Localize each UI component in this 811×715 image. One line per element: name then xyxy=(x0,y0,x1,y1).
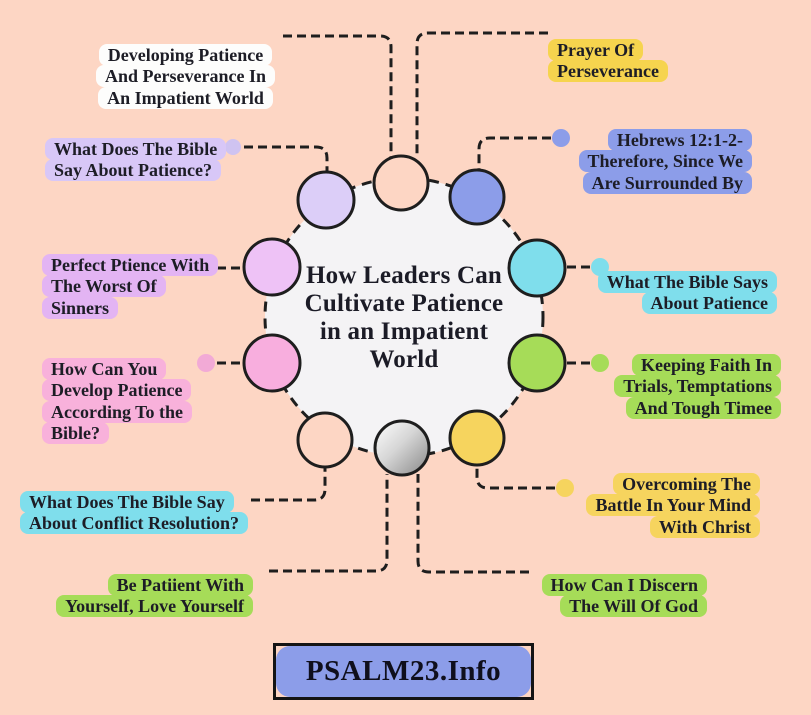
label-text: Hebrews 12:1-2- Therefore, Since We Are … xyxy=(578,128,752,194)
label-text: What Does The Bible Say About Patience? xyxy=(45,137,227,181)
connector-conflict xyxy=(251,466,327,502)
node-bottom-peach xyxy=(296,411,354,469)
connector-be-patient xyxy=(269,474,389,573)
connector-prayer xyxy=(415,31,548,158)
label-text: How Can I Discern The Will Of God xyxy=(541,573,707,617)
connector-discern xyxy=(416,474,529,574)
label-perfect-patience: Perfect Ptience With The Worst Of Sinner… xyxy=(42,233,219,319)
connector-bible-question xyxy=(244,145,329,177)
label-keeping-faith: Keeping Faith In Trials, Temptations And… xyxy=(614,333,781,419)
connector-overcoming xyxy=(475,464,555,490)
label-text: What The Bible Says About Patience xyxy=(597,270,777,314)
dot-keeping-faith xyxy=(591,354,609,372)
label-developing-patience: Developing Patience And Perseverance In … xyxy=(96,23,275,109)
dot-hebrews xyxy=(552,129,570,147)
label-text: Developing Patience And Perseverance In … xyxy=(96,43,275,109)
central-title: How Leaders Can Cultivate Patience in an… xyxy=(304,262,504,373)
label-text: Prayer Of Perseverance xyxy=(548,38,668,82)
footer-site-label: PSALM23.Info xyxy=(305,655,502,687)
label-text: Be Patiient With Yourself, Love Yourself xyxy=(56,573,253,617)
label-text: Perfect Ptience With The Worst Of Sinner… xyxy=(42,253,219,319)
connector-developing xyxy=(283,34,393,158)
footer-badge[interactable]: PSALM23.Info xyxy=(273,643,534,700)
label-prayer-of-perseverance: Prayer Of Perseverance xyxy=(548,18,668,83)
node-periwinkle xyxy=(448,168,506,226)
footer-badge-inner[interactable]: PSALM23.Info xyxy=(276,646,531,697)
node-violet xyxy=(242,237,302,297)
label-bible-says-about-patience: What The Bible Says About Patience xyxy=(597,250,777,315)
label-discern-will-of-god: How Can I Discern The Will Of God xyxy=(541,553,707,618)
node-lavender xyxy=(296,170,356,230)
label-be-patient-with-yourself: Be Patiient With Yourself, Love Yourself xyxy=(56,553,253,618)
node-green xyxy=(507,333,567,393)
label-text: Overcoming The Battle In Your Mind With … xyxy=(586,472,760,538)
label-hebrews-12: Hebrews 12:1-2- Therefore, Since We Are … xyxy=(578,108,752,194)
dot-overcoming xyxy=(556,479,574,497)
label-text: How Can You Develop Patience According T… xyxy=(42,357,193,444)
dot-develop xyxy=(197,354,215,372)
label-develop-patience-bible: How Can You Develop Patience According T… xyxy=(42,337,193,445)
label-conflict-resolution: What Does The Bible Say About Conflict R… xyxy=(20,470,249,535)
label-text: What Does The Bible Say About Conflict R… xyxy=(20,490,249,534)
label-bible-say-about-patience: What Does The Bible Say About Patience? xyxy=(45,117,227,182)
node-top-peach xyxy=(372,154,430,212)
node-pink xyxy=(242,333,302,393)
node-silver xyxy=(373,419,431,477)
connector-hebrews xyxy=(477,136,551,172)
node-yellow xyxy=(448,409,506,467)
label-overcoming-battle: Overcoming The Battle In Your Mind With … xyxy=(586,452,760,538)
dot-bible-question xyxy=(225,139,241,155)
node-cyan xyxy=(507,238,567,298)
label-text: Keeping Faith In Trials, Temptations And… xyxy=(614,353,781,419)
